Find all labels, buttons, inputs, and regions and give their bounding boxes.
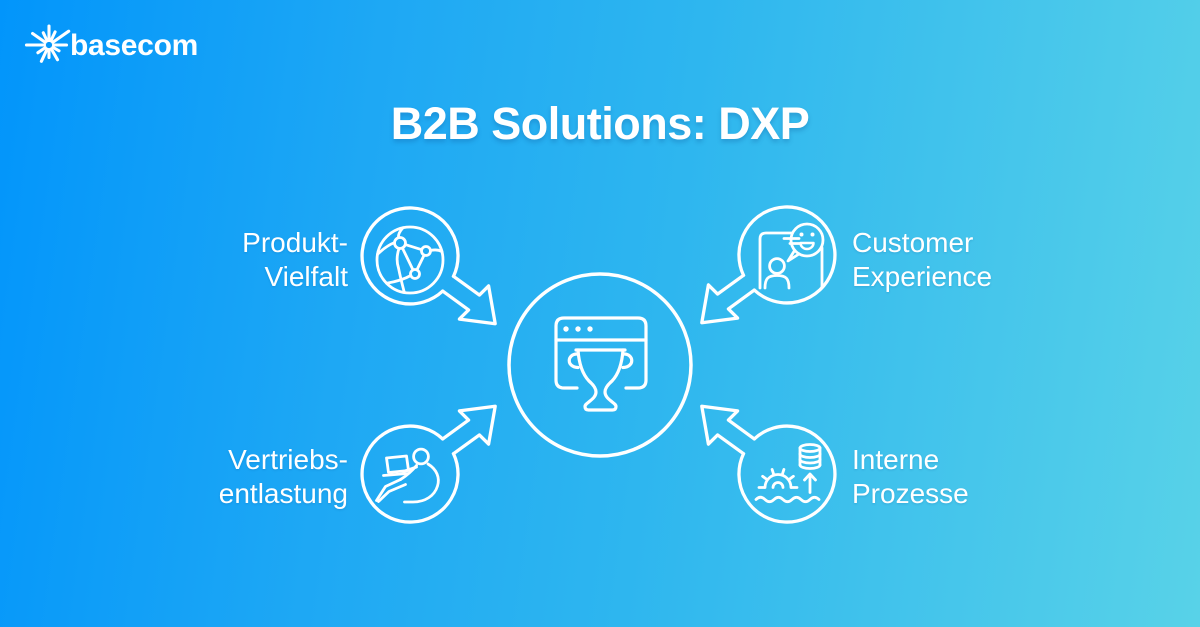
node-produkt-vielfalt (360, 206, 497, 326)
database-gear-icon (754, 443, 822, 504)
label-line: Prozesse (852, 478, 969, 509)
label-line: Interne (852, 444, 940, 475)
person-laptop-icon (375, 447, 440, 504)
brand-logo: basecom (0, 0, 260, 95)
label-produkt-vielfalt: Produkt- Vielfalt (242, 226, 348, 294)
node-customer-experience (700, 205, 837, 325)
label-customer-experience: Customer Experience (852, 226, 992, 294)
browser-dots (563, 326, 593, 332)
center-circle (507, 272, 693, 458)
connector-arrow (441, 404, 497, 456)
connector-arrow (700, 404, 756, 456)
globe-network-icon (375, 225, 445, 295)
starburst-icon (24, 24, 71, 63)
label-line: Vertriebs- (228, 444, 348, 475)
page-title: B2B Solutions: DXP (390, 98, 810, 149)
node-circle (360, 424, 460, 524)
trophy-icon (576, 348, 625, 412)
browser-window (554, 316, 648, 390)
profile-smiley-icon (758, 222, 825, 290)
brand-name: basecom (70, 29, 198, 62)
connector-arrow (700, 273, 756, 325)
node-circle (737, 205, 837, 305)
label-line: entlastung (218, 478, 348, 509)
connector-arrow (441, 274, 497, 326)
label-vertriebs-entlastung: Vertriebs- entlastung (219, 443, 348, 511)
label-interne-prozesse: Interne Prozesse (852, 443, 969, 511)
node-vertriebs-entlastung (360, 404, 497, 524)
node-interne-prozesse (700, 404, 837, 524)
label-line: Vielfalt (264, 261, 348, 292)
browser-trophy-icon (507, 272, 693, 458)
label-line: Customer (852, 227, 974, 258)
node-circle (737, 424, 837, 524)
smiley-eyes (799, 232, 815, 237)
node-circle (360, 206, 460, 306)
label-line: Experience (852, 261, 993, 292)
label-line: Produkt- (242, 227, 348, 258)
